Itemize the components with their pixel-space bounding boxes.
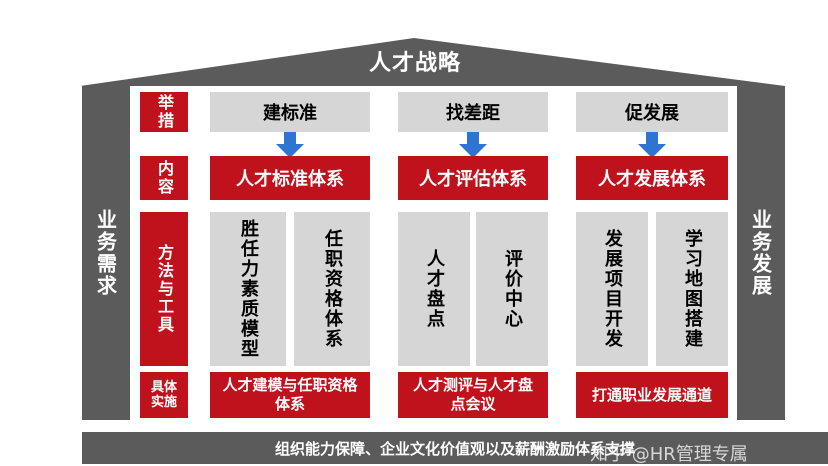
side-pillar-right: 业务发展 [737, 86, 785, 420]
arrow-down-icon [638, 132, 666, 158]
method-box-1b: 任职资格体系 [294, 212, 370, 366]
watermark: 知乎 @HR管理专属 [590, 444, 748, 465]
arrow-down-icon [276, 132, 304, 158]
side-left-label: 业务需求 [93, 209, 118, 297]
measure-box-3: 促发展 [576, 92, 728, 132]
row-label-content: 内容 [140, 156, 188, 200]
method-box-2b: 评价中心 [476, 212, 548, 366]
measure-box-2: 找差距 [398, 92, 548, 132]
method-box-2a: 人才盘点 [398, 212, 470, 366]
content-box-2: 人才评估体系 [398, 156, 548, 200]
row-label-implementation: 具体实施 [140, 372, 188, 418]
row-label-methods: 方法与工具 [140, 212, 188, 366]
method-box-1a: 胜任力素质模型 [210, 212, 286, 366]
method-box-3a: 发展项目开发 [576, 212, 648, 366]
side-right-label: 业务发展 [748, 209, 773, 297]
roof-title: 人才战略 [368, 51, 461, 76]
content-box-3: 人才发展体系 [576, 156, 728, 200]
foundation-bar: 组织能力保障、企业文化价值观以及薪酬激励体系支撑 [82, 432, 828, 464]
method-box-3b: 学习地图搭建 [656, 212, 728, 366]
measure-box-1: 建标准 [210, 92, 370, 132]
row-label-measures: 举措 [140, 92, 188, 132]
side-pillar-left: 业务需求 [82, 86, 130, 420]
implementation-box-1: 人才建模与任职资格体系 [210, 372, 370, 418]
content-box-1: 人才标准体系 [210, 156, 370, 200]
roof [80, 38, 785, 86]
implementation-box-3: 打通职业发展通道 [576, 372, 728, 418]
arrow-down-icon [459, 132, 487, 158]
implementation-box-2: 人才测评与人才盘点会议 [398, 372, 548, 418]
